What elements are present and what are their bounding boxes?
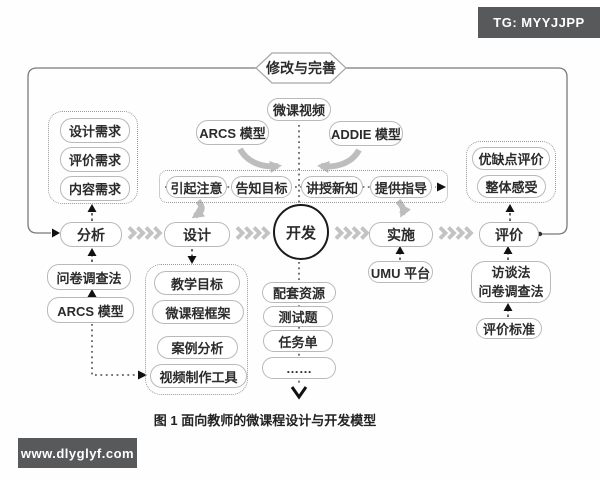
need-design: 设计需求 — [60, 118, 130, 143]
event-gain-attention: 引起注意 — [166, 176, 227, 198]
output-supporting-resources: 配套资源 — [262, 282, 336, 303]
design-outputs-group — [145, 264, 248, 395]
methods-to-evaluation-head — [503, 246, 513, 254]
analysis-to-needs-head — [87, 204, 97, 212]
output-task-sheet: 任务单 — [263, 330, 333, 352]
stage-design: 设计 — [164, 222, 230, 247]
output-test-questions: 测试题 — [263, 306, 333, 327]
umu-platform-box: UMU 平台 — [368, 261, 433, 283]
micro-video-box: 微课视频 — [267, 98, 331, 121]
eval-overall-feel: 整体感受 — [477, 175, 546, 198]
event-provide-guidance: 提供指导 — [370, 176, 432, 198]
stage-implementation: 实施 — [369, 222, 433, 247]
figure-caption: 图 1 面向教师的微课程设计与开发模型 — [153, 413, 377, 428]
bottom-arrow-icon — [290, 386, 308, 400]
chevrons-development-implementation — [334, 225, 369, 241]
evaluation-methods-box: 访谈法 问卷调查法 — [471, 261, 551, 303]
design-video-tools: 视频制作工具 — [150, 364, 247, 388]
site-watermark: www.dlyglyf.com — [18, 438, 137, 468]
chevrons-implementation-evaluation — [438, 225, 473, 241]
stage-development: 开发 — [273, 204, 329, 260]
arcs-model-top-box: ARCS 模型 — [196, 120, 269, 145]
arcs-to-center-arrow — [237, 147, 282, 173]
chevrons-analysis-design — [127, 225, 162, 241]
events-right-arrowhead — [437, 182, 446, 192]
output-ellipsis: …… — [262, 357, 336, 379]
feedback-label: 修改与完善 — [266, 60, 336, 76]
design-teaching-objectives: 教学目标 — [154, 271, 240, 295]
teaching-events-group — [159, 170, 448, 203]
tg-badge: TG: MYYJJPP — [478, 7, 600, 38]
eval-pros-cons: 优缺点评价 — [472, 147, 550, 170]
addie-to-center-arrow — [317, 148, 362, 173]
design-course-framework: 微课程框架 — [152, 300, 244, 324]
arcs-to-survey-head — [87, 289, 97, 297]
loop-arrowhead-into-analysis — [52, 228, 60, 238]
design-case-analysis: 案例分析 — [157, 336, 238, 359]
criteria-to-methods-head — [503, 303, 513, 311]
needs-group — [48, 111, 138, 204]
evaluation-feedback-group — [466, 141, 556, 203]
feedback-hexagon — [255, 52, 347, 84]
design-to-group-head — [187, 256, 197, 264]
arcs-to-videotools-head — [138, 370, 147, 380]
stage-evaluation: 评价 — [479, 222, 539, 247]
umu-to-implementation-head — [395, 246, 405, 254]
arcs-model-bottom-box: ARCS 模型 — [47, 297, 134, 323]
chevrons-design-development — [235, 225, 270, 241]
addie-model-box: ADDIE 模型 — [329, 121, 403, 146]
event-present-content: 讲授新知 — [301, 176, 363, 198]
evaluation-to-group-head — [505, 204, 515, 212]
need-content: 内容需求 — [60, 176, 130, 201]
attention-to-design-arrow — [191, 199, 205, 219]
arcs-to-videotools-line — [91, 324, 137, 376]
evaluation-criteria-box: 评价标准 — [476, 318, 542, 339]
survey-to-analysis-head — [87, 248, 97, 256]
eval-method-survey: 问卷调查法 — [478, 284, 544, 299]
need-evaluation: 评价需求 — [60, 147, 130, 172]
stage-analysis: 分析 — [60, 222, 122, 247]
eval-method-interview: 访谈法 — [491, 265, 531, 280]
survey-method-box: 问卷调查法 — [47, 264, 131, 290]
event-inform-objectives: 告知目标 — [231, 176, 292, 198]
